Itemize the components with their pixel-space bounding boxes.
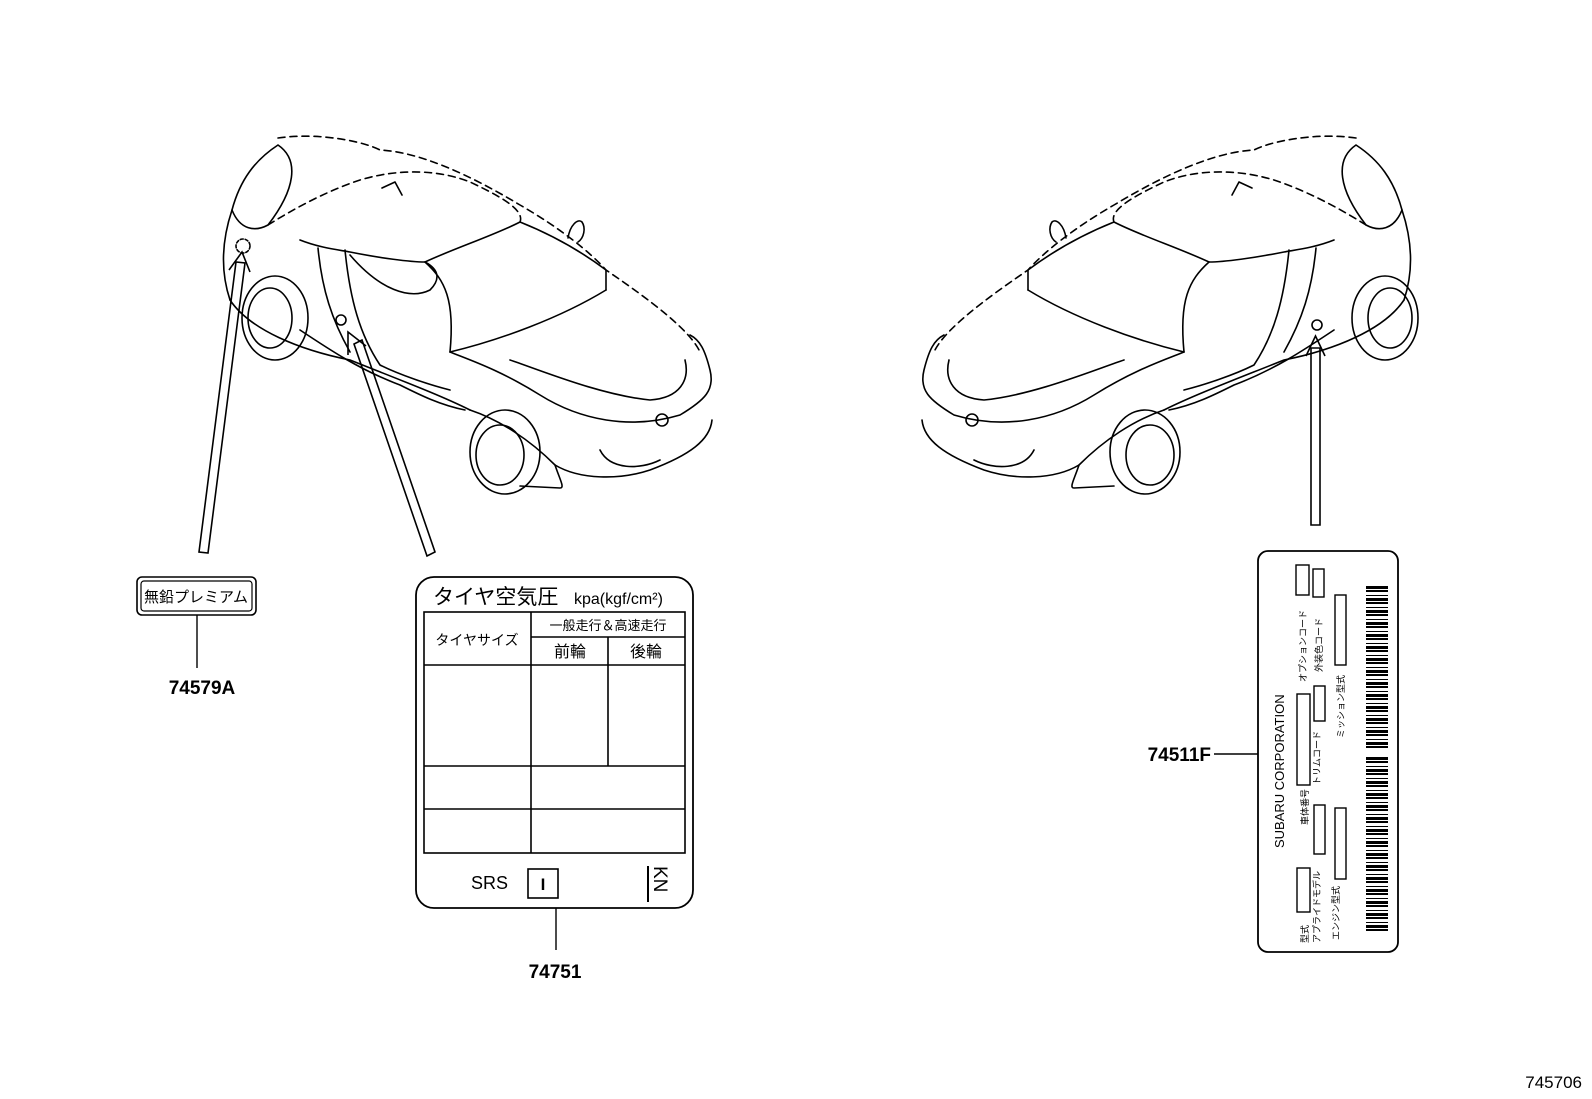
tire-label-code: KN (649, 866, 670, 892)
callout-74511F: 74511F (1148, 745, 1211, 766)
vin-plate-maker: SUBARU CORPORATION (1272, 694, 1287, 848)
figure-number: 745706 (1525, 1073, 1582, 1092)
car-left-illustration (222, 135, 713, 495)
vin-field-engine: エンジン型式 (1330, 886, 1342, 940)
fuel-type-label: 無鉛プレミアム 74579A (136, 576, 257, 699)
callout-74579A: 74579A (169, 678, 236, 699)
tire-label-srs-box: I (541, 875, 546, 894)
callout-74751: 74751 (529, 962, 582, 983)
vehicle-id-plate: SUBARU CORPORATION 型式 アプライドモデル エンジン型式 車体… (1148, 550, 1399, 953)
tire-col-size: タイヤサイズ (435, 633, 518, 649)
tire-label-srs: SRS (471, 873, 508, 893)
tire-label-title: タイヤ空気圧 (433, 585, 558, 609)
tire-pressure-label: タイヤ空気圧 kpa(kgf/cm²) タイヤサイズ 一般走行＆高速走行 前輪 … (415, 576, 694, 983)
vin-field-model: 型式 (1299, 925, 1311, 943)
tire-col-group: 一般走行＆高速走行 (549, 618, 666, 634)
arrow-door-pillar (347, 330, 436, 558)
vin-field-color: 外装色コード (1313, 618, 1325, 672)
vin-field-option: オプションコード (1298, 610, 1309, 682)
vin-field-chassis: 車体番号 (1299, 789, 1311, 825)
barcode-upper (1366, 586, 1388, 748)
vin-field-trim: トリムコード (1312, 731, 1323, 785)
arrow-right-door-pillar (1305, 334, 1326, 526)
vin-field-applied-model: アプライドモデル (1311, 871, 1323, 943)
tire-col-front: 前輪 (554, 642, 586, 661)
arrow-fuel-door (198, 250, 251, 554)
car-right-illustration (921, 135, 1419, 495)
fuel-label-text: 無鉛プレミアム (144, 588, 248, 606)
vin-field-transmission: ミッション型式 (1335, 675, 1347, 738)
tire-col-rear: 後輪 (630, 642, 662, 661)
tire-label-unit: kpa(kgf/cm²) (574, 591, 663, 608)
barcode-lower (1366, 757, 1388, 931)
